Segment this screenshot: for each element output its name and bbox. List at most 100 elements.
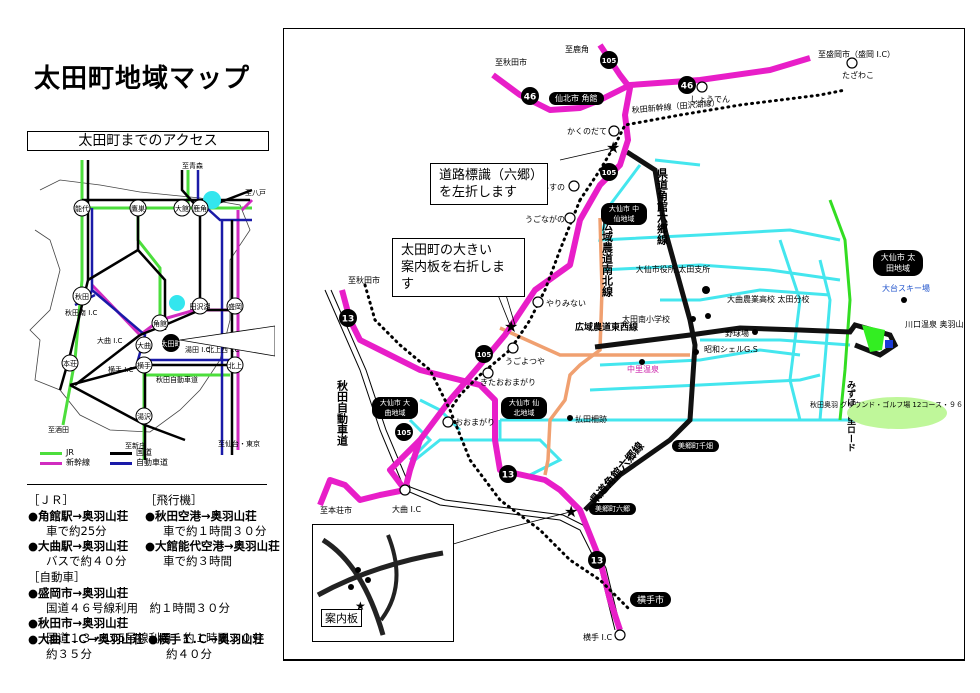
callout-guide-board: 太田町の大きい 案内板を右折します — [392, 238, 525, 297]
svg-text:しょうでん: しょうでん — [690, 95, 730, 104]
svg-text:秋田自動車道: 秋田自動車道 — [156, 375, 198, 384]
area-badge: 大仙市 中仙地域 — [601, 203, 647, 225]
svg-text:13: 13 — [591, 557, 604, 567]
svg-text:たざわこ: たざわこ — [842, 70, 874, 80]
svg-text:かくのだて: かくのだて — [567, 127, 607, 136]
svg-text:太田南小学校: 太田南小学校 — [622, 314, 670, 324]
svg-text:北上西 I.C: 北上西 I.C — [207, 345, 240, 354]
area-badge: 大仙市 太田地域 — [873, 250, 923, 276]
golf-badge — [847, 397, 947, 429]
svg-text:105: 105 — [602, 169, 617, 177]
svg-text:横手 I.C: 横手 I.C — [108, 365, 134, 374]
area-badge: 美郷町六郷 — [589, 503, 636, 515]
svg-text:至酒田: 至酒田 — [48, 426, 69, 434]
svg-text:昭和シェルG.S: 昭和シェルG.S — [704, 345, 758, 354]
access-car: ［自動車］ ●盛岡市→奥羽山荘 国道４６号線利用 約１時間３０分 ●秋田市→奥羽… — [28, 570, 264, 645]
svg-text:大台スキー場: 大台スキー場 — [882, 283, 930, 293]
access-heading: 太田町までのアクセス — [27, 131, 269, 151]
star-icon: ★ — [355, 599, 366, 613]
access-airplane: ［飛行機］ ●秋田空港→奥羽山荘 車で約１時間３０分 ●大館能代空港→奥羽山荘 … — [145, 493, 280, 568]
svg-text:大曲 I.C: 大曲 I.C — [392, 504, 421, 514]
svg-text:秋田南 I.C: 秋田南 I.C — [65, 308, 98, 317]
legend-swatch-shinkansen — [40, 461, 62, 465]
svg-text:横手: 横手 — [137, 361, 151, 370]
star-markers: ★ ★ ★ — [504, 138, 620, 521]
svg-text:うごながの: うごながの — [525, 214, 565, 224]
route-shields: 46 46 105 105 105 105 13 13 13 — [339, 51, 696, 569]
area-badge: 大仙市 大曲地域 — [372, 397, 418, 419]
lake-tazawa — [169, 295, 185, 311]
svg-text:至八戸: 至八戸 — [245, 189, 266, 197]
svg-text:至盛岡市（盛岡 I.C）: 至盛岡市（盛岡 I.C） — [818, 49, 895, 59]
inset-roads: ★ — [316, 534, 444, 636]
svg-text:やりみない: やりみない — [546, 299, 586, 308]
callout-road-sign: 道路標識（六郷） を左折します — [430, 163, 548, 205]
svg-text:盛岡: 盛岡 — [228, 302, 242, 311]
svg-text:うごよつや: うごよつや — [505, 356, 545, 366]
svg-text:県道角館六郷線: 県道角館六郷線 — [656, 168, 670, 246]
svg-text:おおまがり: おおまがり — [455, 417, 495, 427]
poi-dots — [567, 286, 907, 421]
svg-text:広域農道南北線: 広域農道南北線 — [601, 219, 614, 298]
area-badge: 美郷町千畑 — [672, 440, 719, 452]
legend-swatch-expressway — [110, 461, 132, 465]
pref-road — [583, 149, 899, 512]
svg-text:湯田 I.C: 湯田 I.C — [185, 345, 211, 354]
overview-labels: 秋田南 I.C 大曲 I.C 湯田 I.C 北上西 I.C 横手 I.C 至青森… — [48, 161, 266, 450]
svg-text:中里温泉: 中里温泉 — [627, 364, 659, 374]
main-map-frame — [283, 28, 965, 661]
access-car-yokote: ●横手Ｉ.Ｃ→奥羽山荘 約４０分 — [148, 632, 265, 661]
svg-text:広域農道東西線: 広域農道東西線 — [575, 321, 638, 333]
svg-text:大曲 I.C: 大曲 I.C — [97, 336, 123, 345]
svg-text:至鹿角: 至鹿角 — [565, 44, 589, 54]
svg-text:田沢湖: 田沢湖 — [190, 302, 211, 311]
inset-map: ★ 案内板 — [312, 524, 454, 642]
svg-text:105: 105 — [397, 429, 412, 437]
access-jr: ［ＪＲ］ ●角館駅→奥羽山荘 車で約25分 ●大曲駅→奥羽山荘 バスで約４０分 — [28, 493, 129, 568]
svg-text:至青森: 至青森 — [182, 161, 203, 170]
svg-text:大仙市役所 太田支所: 大仙市役所 太田支所 — [636, 264, 711, 274]
svg-text:角館: 角館 — [153, 319, 167, 328]
area-badge: 仙北市 角館 — [549, 92, 604, 105]
prefecture-outline — [29, 179, 251, 433]
divider — [27, 484, 267, 485]
svg-text:大曲: 大曲 — [137, 341, 151, 350]
overview-map: 能代 鷹巣 大館 鹿角 秋田 角館 田沢湖 盛岡 大曲 太田町 横手 北上 本荘… — [29, 160, 275, 460]
svg-text:至秋田市: 至秋田市 — [495, 57, 527, 67]
svg-text:秋田新幹線（田沢湖線）: 秋田新幹線（田沢湖線） — [631, 97, 720, 115]
svg-text:大館: 大館 — [175, 204, 189, 213]
svg-text:鷹巣: 鷹巣 — [131, 204, 145, 213]
svg-text:太田町: 太田町 — [161, 339, 182, 348]
star-icon: ★ — [606, 138, 620, 157]
svg-text:13: 13 — [342, 315, 355, 325]
star-icon: ★ — [504, 317, 518, 336]
page-title: 太田町地域マップ — [34, 64, 251, 94]
overview-stations: 能代 鷹巣 大館 鹿角 秋田 角館 田沢湖 盛岡 大曲 太田町 横手 北上 本荘… — [61, 199, 244, 425]
svg-text:大曲農業高校 太田分校: 大曲農業高校 太田分校 — [727, 294, 810, 304]
svg-text:秋田自動車道: 秋田自動車道 — [336, 379, 349, 447]
svg-text:至秋田市: 至秋田市 — [348, 275, 380, 285]
expressway-lines — [74, 170, 252, 455]
svg-text:105: 105 — [477, 351, 492, 359]
star-icon: ★ — [564, 502, 578, 521]
zoom-pointer — [179, 325, 275, 357]
svg-text:13: 13 — [502, 471, 515, 481]
svg-text:野球場: 野球場 — [725, 328, 749, 338]
station-markers — [399, 57, 858, 641]
svg-text:至新庄: 至新庄 — [125, 441, 146, 450]
svg-text:払田柵跡: 払田柵跡 — [575, 414, 607, 424]
shinkansen-lines — [90, 198, 254, 450]
onsen-marker — [885, 340, 893, 348]
access-car-omagari: ●大曲Ｉ.Ｃ→奥羽山荘 約３５分 — [28, 632, 145, 661]
mizuho-road — [828, 199, 852, 421]
area-badge: 大仙市 仙北地域 — [501, 397, 547, 419]
svg-text:能代: 能代 — [75, 204, 89, 213]
svg-text:105: 105 — [602, 57, 617, 65]
svg-text:北上: 北上 — [228, 361, 242, 370]
svg-text:きたおおまがり: きたおおまがり — [480, 377, 536, 387]
svg-text:至本荘市: 至本荘市 — [320, 505, 352, 515]
svg-text:鹿角: 鹿角 — [193, 204, 207, 213]
legend-swatch-national — [110, 451, 132, 455]
svg-text:至仙台・東京: 至仙台・東京 — [218, 439, 260, 448]
svg-text:本荘: 本荘 — [63, 359, 77, 368]
